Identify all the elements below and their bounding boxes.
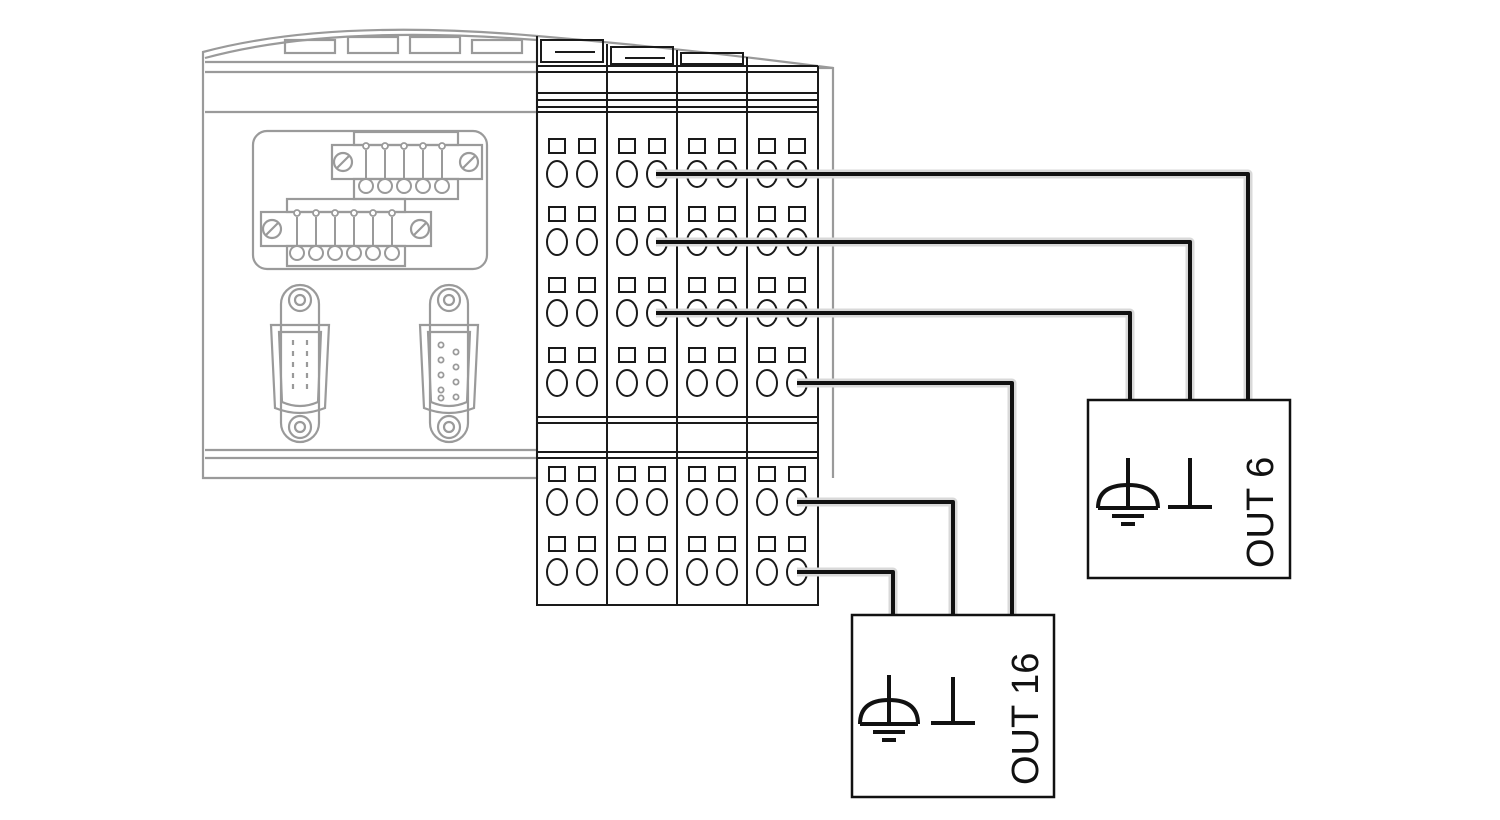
wire-out6-a	[656, 172, 1250, 400]
chassis-ground-icon	[858, 675, 920, 742]
screw-terminal-icon	[786, 466, 808, 516]
screw-terminal-icon	[646, 466, 668, 516]
plug-pin-icon	[365, 209, 381, 261]
screw-terminal-icon	[546, 206, 568, 256]
wires	[656, 169, 1253, 615]
sub-d-pin	[452, 378, 460, 386]
screw-terminal-icon	[576, 466, 598, 516]
screw-terminal-icon	[546, 347, 568, 397]
screw-terminal-icon	[616, 536, 638, 586]
screw-terminal-icon	[546, 277, 568, 327]
screw-terminal-icon	[686, 138, 708, 188]
screw-terminal-icon	[646, 206, 668, 256]
wire-out16-a	[797, 381, 1014, 615]
screw-terminal-icon	[716, 206, 738, 256]
wire-out6-c	[656, 311, 1132, 400]
sub-d-pin	[437, 386, 445, 394]
screw-terminal-icon	[756, 466, 778, 516]
wire-out16-b	[797, 500, 955, 615]
screw-terminal-icon	[576, 536, 598, 586]
sub-d-pin	[452, 393, 460, 401]
plug-pin-icon	[396, 142, 412, 194]
plug-pin-icon	[434, 142, 450, 194]
chassis-ground-icon	[1096, 458, 1160, 526]
screw-terminal-icon	[576, 277, 598, 327]
upper-plug-connector	[330, 130, 484, 201]
plug-pin-icon	[289, 209, 305, 261]
sub-d-connector-right	[418, 283, 480, 444]
screw-terminal-icon	[756, 138, 778, 188]
screw-terminal-icon	[616, 347, 638, 397]
screw-terminal-icon	[576, 206, 598, 256]
screw-terminal-icon	[576, 138, 598, 188]
screw-terminal-icon	[786, 277, 808, 327]
screw-terminal-icon	[786, 536, 808, 586]
screw-terminal-icon	[646, 347, 668, 397]
plug-connector-panel	[251, 129, 489, 271]
screw-terminal-icon	[786, 347, 808, 397]
screw-terminal-icon	[616, 466, 638, 516]
sub-d-pin	[437, 394, 445, 402]
screw-terminal-icon	[646, 536, 668, 586]
plug-pin-icon	[384, 209, 400, 261]
ground-symbol-icon	[1168, 458, 1212, 509]
screw-terminal-icon	[686, 206, 708, 256]
lower-plug-connector	[259, 197, 433, 268]
plug-pin-icon	[415, 142, 431, 194]
plug-pin-icon	[377, 142, 393, 194]
screw-terminal-icon	[716, 277, 738, 327]
plug-pin-icon	[358, 142, 374, 194]
screw-terminal-icon	[686, 466, 708, 516]
sub-d-pin	[452, 348, 460, 356]
out16-label: OUT 16	[1005, 653, 1047, 785]
screw-terminal-icon	[616, 206, 638, 256]
screw-terminal-icon	[716, 466, 738, 516]
sub-d-pin	[452, 363, 460, 371]
screw-terminal-icon	[686, 277, 708, 327]
wire-out6-b	[656, 240, 1192, 400]
screw-terminal-icon	[786, 138, 808, 188]
plug-pin-icon	[346, 209, 362, 261]
wire-out16-c	[797, 570, 895, 615]
plug-pin-icon	[327, 209, 343, 261]
plug-pin-icon	[308, 209, 324, 261]
screw-terminal-icon	[716, 536, 738, 586]
screw-terminal-icon	[576, 347, 598, 397]
screw-terminal-icon	[616, 277, 638, 327]
screw-terminal-icon	[686, 347, 708, 397]
terminal-block	[536, 36, 819, 606]
out6-label: OUT 6	[1240, 457, 1282, 568]
sub-d-connector-left	[269, 283, 331, 444]
device-out6: OUT 6	[1086, 398, 1292, 580]
screw-terminal-icon	[616, 138, 638, 188]
screw-terminal-icon	[716, 347, 738, 397]
screw-terminal-icon	[716, 138, 738, 188]
ground-symbol-icon	[931, 677, 975, 725]
screw-terminal-icon	[546, 138, 568, 188]
sub-d-pin	[437, 371, 445, 379]
screw-terminal-icon	[756, 536, 778, 586]
screw-terminal-icon	[786, 206, 808, 256]
screw-terminal-icon	[646, 277, 668, 327]
screw-terminal-icon	[756, 206, 778, 256]
sub-d-pin	[437, 356, 445, 364]
sub-d-pin	[437, 341, 445, 349]
device-out16: OUT 16	[850, 613, 1056, 799]
screw-terminal-icon	[646, 138, 668, 188]
screw-terminal-icon	[546, 466, 568, 516]
screw-terminal-icon	[756, 277, 778, 327]
screw-terminal-icon	[546, 536, 568, 586]
screw-terminal-icon	[756, 347, 778, 397]
screw-terminal-icon	[686, 536, 708, 586]
